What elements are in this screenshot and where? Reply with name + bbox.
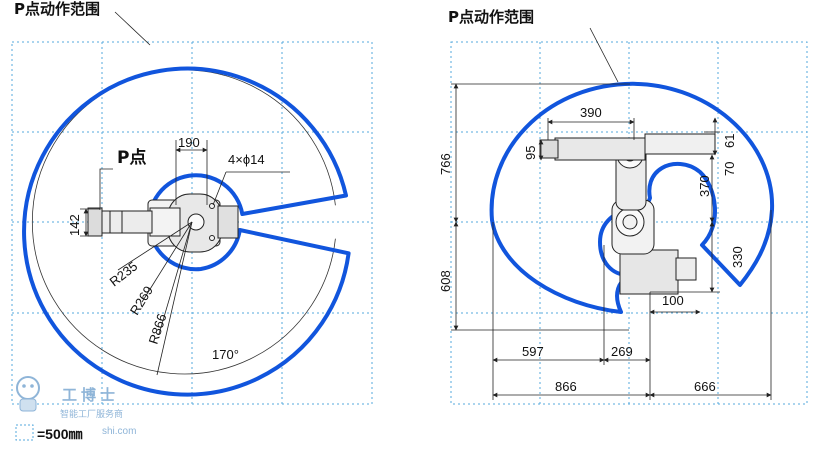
right-title: P点动作范围	[448, 8, 534, 26]
dim-866: 866	[555, 379, 577, 394]
dim-269: 269	[611, 344, 633, 359]
right-robot	[539, 133, 716, 295]
dim-390: 390	[580, 105, 602, 120]
mascot-icon	[16, 376, 40, 400]
left-point-label: P点	[117, 147, 146, 168]
dim-766: 766	[438, 153, 453, 175]
dim-370: 370	[697, 175, 712, 197]
watermark-tagline: 智能工厂服务商	[60, 408, 123, 420]
dim-70: 70	[722, 162, 737, 176]
dim-100: 100	[662, 293, 684, 308]
watermark-brand: 工博士	[62, 386, 119, 404]
scale-box	[15, 424, 34, 441]
dim-holes: 4×ϕ14	[228, 152, 265, 167]
scale-label: =500㎜	[37, 426, 83, 442]
dim-angle: 170°	[212, 347, 239, 362]
dim-597: 597	[522, 344, 544, 359]
left-dim-lines	[80, 11, 290, 376]
watermark: 工博士 智能工厂服务商 shi.com	[16, 376, 136, 437]
left-robot	[87, 193, 239, 253]
dim-61: 61	[722, 134, 737, 148]
dim-142: 142	[67, 214, 82, 236]
dim-r866: R866	[146, 312, 170, 346]
dim-666: 666	[694, 379, 716, 394]
dim-r235: R235	[107, 258, 141, 289]
watermark-url: shi.com	[102, 426, 136, 437]
dim-330: 330	[730, 246, 745, 268]
dim-r269: R269	[127, 283, 156, 317]
right-dim-lines	[451, 27, 772, 400]
left-reach-arc	[31, 69, 336, 375]
dim-95: 95	[523, 146, 538, 160]
dim-190: 190	[178, 135, 200, 150]
dim-608: 608	[438, 270, 453, 292]
left-title: P点动作范围	[14, 0, 100, 18]
